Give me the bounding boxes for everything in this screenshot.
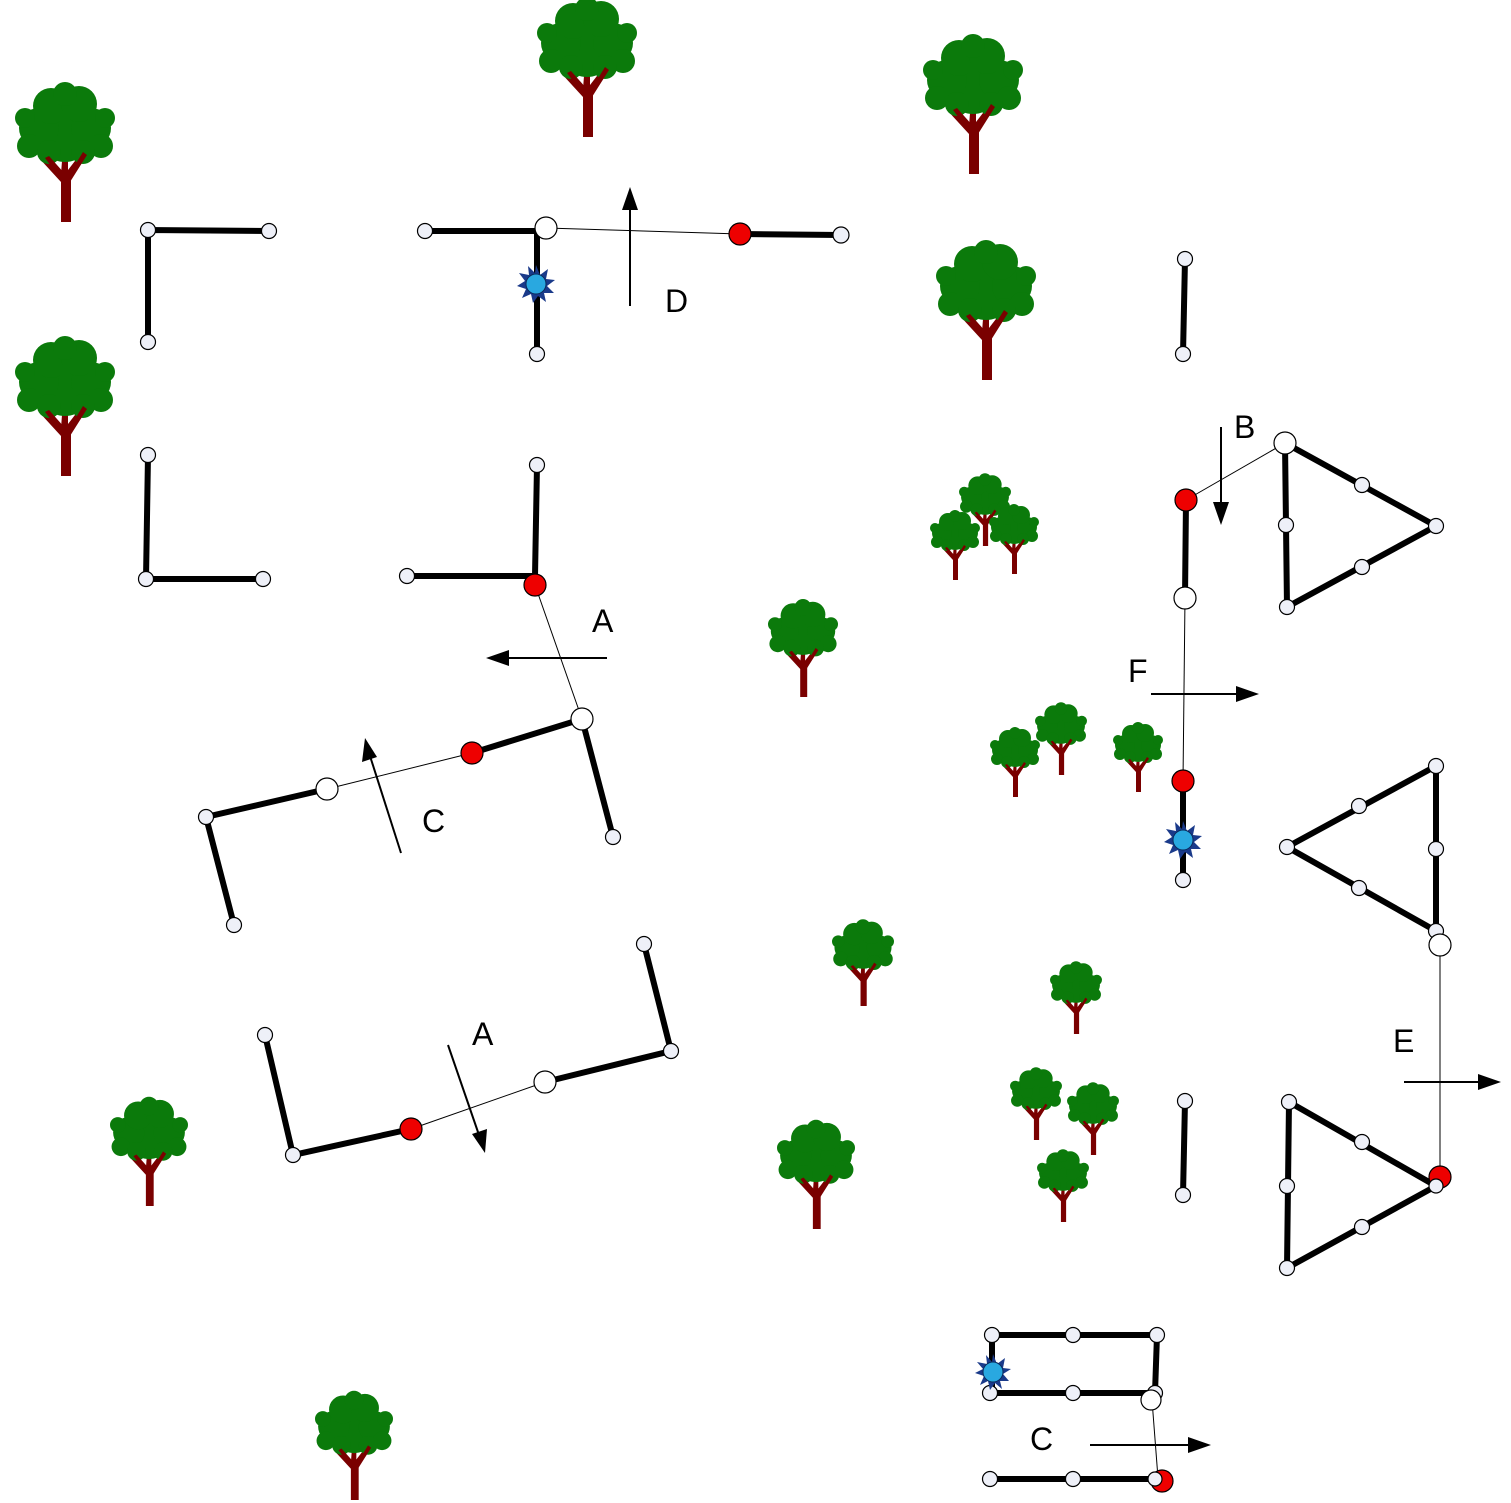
tree-icon	[1037, 1149, 1089, 1222]
arrow-e	[1404, 1074, 1501, 1090]
structure-a-lower	[256, 935, 680, 1164]
tree-icon	[936, 240, 1036, 380]
wall-top-right	[1174, 250, 1194, 363]
tree-icon	[315, 1390, 393, 1500]
label-d: D	[665, 283, 688, 319]
arrow-b	[1213, 427, 1229, 525]
arrow-a-bottom	[447, 1044, 487, 1153]
label-f: F	[1128, 653, 1148, 689]
tree-icon	[1113, 722, 1163, 792]
structure-c-left	[197, 707, 622, 934]
triangle-bottom	[1278, 1093, 1452, 1277]
tree-icon	[768, 599, 838, 697]
label-b: B	[1234, 409, 1255, 445]
label-c-left: C	[422, 803, 445, 839]
tree-icon	[930, 510, 980, 580]
bracket-top-left	[139, 221, 278, 351]
tree-icon	[1067, 1082, 1119, 1155]
wall-lower-right	[1174, 1092, 1194, 1204]
tree-icon	[832, 919, 894, 1006]
structure-b-f	[1163, 442, 1286, 889]
tree-icon	[1035, 702, 1087, 775]
tree-icon	[15, 82, 115, 222]
arrow-d	[622, 187, 638, 306]
tree-icon	[110, 1096, 188, 1206]
blue-star-marker-icon	[974, 1353, 1012, 1391]
tree-icon	[1050, 961, 1102, 1034]
label-c-bottom: C	[1030, 1421, 1053, 1457]
label-a-bottom: A	[472, 1016, 494, 1052]
triangle-top	[1273, 431, 1445, 616]
tree-icon	[15, 336, 115, 476]
arrow-c-left	[362, 738, 402, 854]
structure-d	[416, 216, 850, 363]
tree-icon	[923, 34, 1023, 174]
arrow-c-bottom	[1090, 1437, 1211, 1453]
bracket-mid-left	[137, 446, 272, 588]
arrow-f	[1151, 686, 1259, 702]
triangle-middle	[1278, 757, 1452, 1177]
tree-icon	[537, 0, 637, 137]
blue-star-marker-icon	[516, 264, 556, 304]
arrow-a-left	[486, 650, 607, 666]
structure-c-bottom	[974, 1326, 1174, 1493]
label-a-left: A	[592, 603, 614, 639]
tree-icon	[777, 1119, 855, 1229]
label-e: E	[1393, 1023, 1414, 1059]
tree-icon	[990, 727, 1040, 797]
structure-a-upper	[398, 456, 583, 720]
blue-star-marker-icon	[1163, 820, 1203, 860]
tree-icon	[1010, 1067, 1062, 1140]
